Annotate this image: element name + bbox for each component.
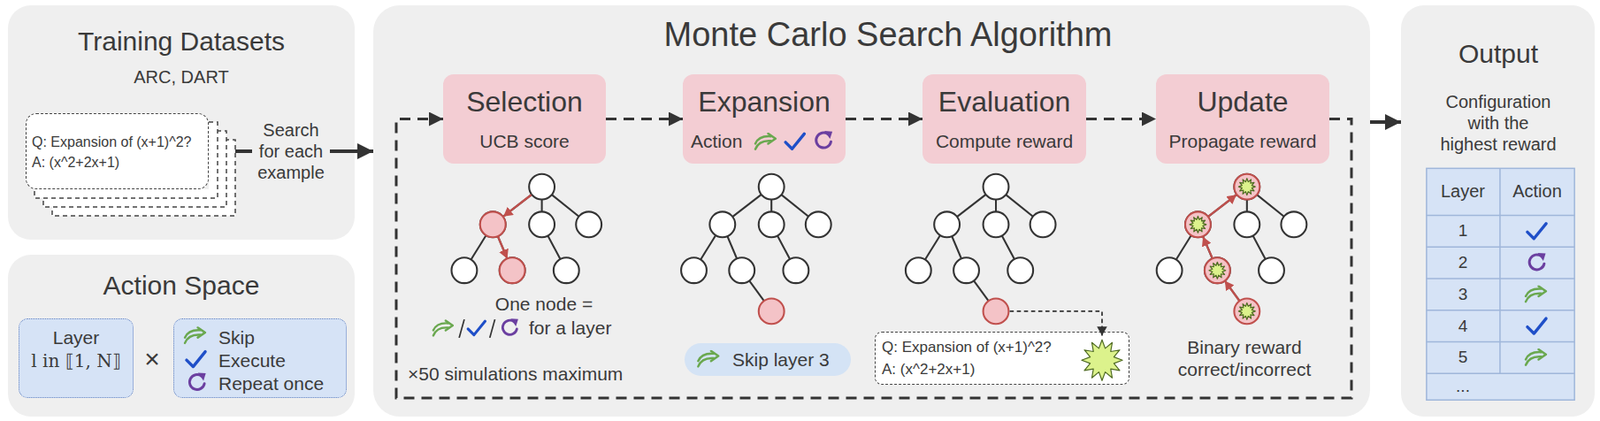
action-name: Skip <box>218 326 255 349</box>
action-name: Repeat once <box>218 372 324 395</box>
table-cell: 4 <box>1458 316 1469 337</box>
step-detail: Propagate reward <box>1169 130 1317 153</box>
action-name: Execute <box>218 349 286 372</box>
note-text: Binary reward correct/incorrect <box>1165 336 1324 381</box>
note-text: One node = <box>495 292 593 315</box>
action-list-box: SkipExecuteRepeat once <box>173 318 347 399</box>
step-title: Update <box>1196 84 1288 119</box>
step-title: Evaluation <box>938 84 1071 119</box>
panel-title: Action Space <box>103 269 261 302</box>
step-box: ExpansionAction <box>682 74 846 164</box>
note-text: ×50 simulations maximum <box>407 362 623 385</box>
panel-title: Monte Carlo Search Algorithm <box>664 15 1113 56</box>
question-text: Q: Expansion of (x+1)^2? <box>31 133 192 151</box>
table-cell: ... <box>1455 376 1470 398</box>
cross-sign: × <box>144 343 161 376</box>
table-cell: 2 <box>1458 252 1469 274</box>
table-cell: 5 <box>1458 347 1469 368</box>
question-text: Q: Expansion of (x+1)^2? <box>881 338 1052 357</box>
table-cell: 1 <box>1458 221 1469 242</box>
step-title: Selection <box>466 84 583 119</box>
step-detail: Compute reward <box>935 130 1073 153</box>
step-detail: UCB score <box>479 130 570 153</box>
table-cell: 3 <box>1458 284 1469 306</box>
note-text: for a layer <box>528 316 612 339</box>
action-space-panel: Action SpaceLayerl in ⟦1, N⟧ SkipExecuteR… <box>7 254 355 417</box>
answer-text: A: (x^2+2x+1) <box>31 153 120 171</box>
panel-title: Output <box>1458 38 1539 70</box>
answer-text: A: (x^2+2x+1) <box>881 360 975 379</box>
step-box: EvaluationCompute reward <box>922 74 1087 164</box>
step-box: SelectionUCB score <box>443 74 606 164</box>
layer-box: Layerl in ⟦1, N⟧ <box>18 318 134 399</box>
action-pill: Skip layer 3 <box>684 343 851 376</box>
dataset-names: ARC, DART <box>133 66 229 88</box>
edge-label: Search for each example <box>252 119 330 184</box>
output-description: Configuration with the highest reward <box>1439 91 1558 155</box>
table-header: Layer <box>1440 180 1486 202</box>
panel-title: Training Datasets <box>77 25 285 58</box>
example-callout: Q: Expansion of (x+1)^2? A: (x^2+2x+1) <box>874 331 1130 385</box>
pill-text: Skip layer 3 <box>732 348 830 371</box>
step-title: Expansion <box>697 84 830 119</box>
layer-range: l in ⟦1, N⟧ <box>30 350 121 372</box>
output-panel: OutputConfiguration with the highest rew… <box>1400 5 1595 417</box>
layer-text: Layer <box>53 326 100 349</box>
table-header: Action <box>1512 180 1562 202</box>
step-detail: Action <box>690 130 743 153</box>
step-box: UpdatePropagate reward <box>1155 74 1330 164</box>
flow-arrow <box>1370 120 1401 124</box>
example-card: Q: Expansion of (x+1)^2? A: (x^2+2x+1) <box>25 113 209 190</box>
